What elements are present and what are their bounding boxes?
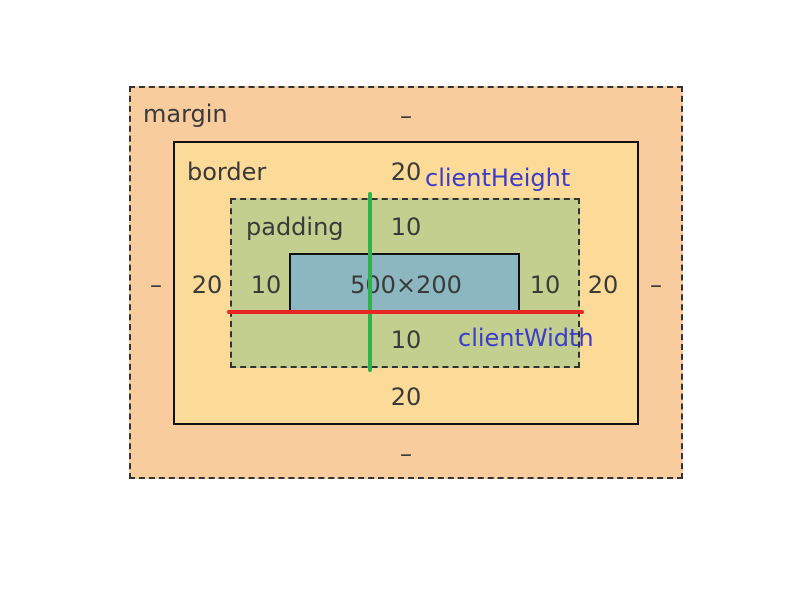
content-size-value: 500×200 — [350, 271, 462, 299]
border-right-value: 20 — [587, 271, 619, 299]
margin-top-value: – — [400, 102, 412, 130]
padding-right-value: 10 — [529, 271, 561, 299]
padding-top-value: 10 — [390, 213, 422, 241]
padding-bottom-value: 10 — [390, 326, 422, 354]
border-top-value: 20 — [390, 158, 422, 186]
margin-left-value: – — [150, 271, 162, 299]
content-box — [289, 253, 520, 312]
margin-label: margin — [143, 100, 228, 128]
margin-bottom-value: – — [400, 440, 412, 468]
border-bottom-value: 20 — [390, 383, 422, 411]
margin-right-value: – — [650, 271, 662, 299]
client-width-label: clientWidth — [458, 324, 594, 352]
border-left-value: 20 — [191, 271, 223, 299]
client-height-label: clientHeight — [425, 164, 571, 192]
padding-left-value: 10 — [250, 271, 282, 299]
border-label: border — [187, 158, 267, 186]
padding-label: padding — [246, 213, 344, 241]
